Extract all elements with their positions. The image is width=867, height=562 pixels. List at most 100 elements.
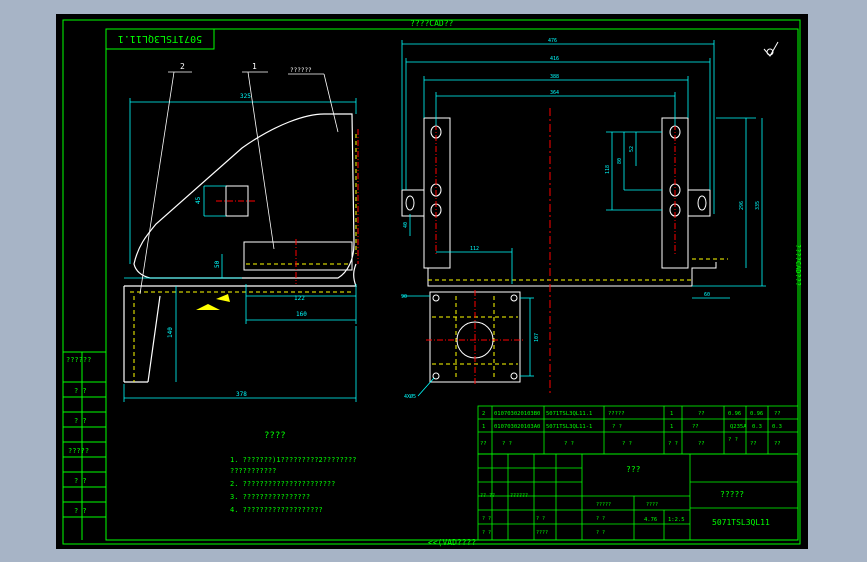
title-cell: ? ? <box>596 516 605 522</box>
note-item: 2. ?????????????????????? <box>230 480 335 488</box>
dim-left: 140 <box>167 327 174 338</box>
sign-row: ???? <box>536 530 548 536</box>
bom-cell: 010703020103A0 <box>494 424 540 430</box>
dim-foot-left: 90 <box>401 294 407 300</box>
bom-header: ?? <box>774 441 781 447</box>
bom-cell: 0.96 <box>728 411 741 417</box>
stamp-text: 5071TSL3QL11.1 <box>118 33 202 44</box>
side-plate-outline <box>133 113 355 279</box>
title-block-text: ??? ????? 5071TSL3QL11 1:2.5 4.76 ?? ?? … <box>480 465 770 536</box>
bom-cell: ????? <box>608 411 625 417</box>
bom-header: ? ? <box>622 441 632 447</box>
left-upright <box>423 117 451 269</box>
dim-right-h3: 52 <box>629 146 635 152</box>
bom-table <box>477 405 799 455</box>
dim-right-foot: 60 <box>704 292 710 298</box>
mount-hole <box>510 294 518 302</box>
left-strip-label: ?????? <box>66 356 91 364</box>
bom-header: ? ? <box>728 437 738 443</box>
left-strip-label: ? ? <box>74 507 87 515</box>
left-strip-label: ? ? <box>74 477 87 485</box>
technical-notes: ???? 1. ???????)1?????????2???????? ????… <box>230 431 356 514</box>
notes-title: ???? <box>264 431 286 441</box>
check-mark-icon <box>763 41 779 57</box>
dim-gap: 50 <box>214 260 221 268</box>
stamp-box <box>105 28 215 50</box>
dim-right-v2: 335 <box>755 201 761 210</box>
title-block <box>477 453 799 541</box>
bom-header: ? ? <box>668 441 678 447</box>
left-strip-label: ????? <box>68 447 89 455</box>
weight-value: 4.76 <box>644 517 657 523</box>
dim-top: 325 <box>240 93 251 100</box>
inner-bracket <box>243 241 353 271</box>
sign-row: ? ? <box>482 516 491 522</box>
sign-row: ?? ?? <box>480 493 495 499</box>
surface-finish-icon <box>766 48 774 56</box>
border-bottom-label: <<(VAD???? <box>428 538 476 547</box>
cad-drawing: ????CAD?? <<(VAD???? ????CAD??? 5071TSL3… <box>62 19 802 547</box>
drawing-number: 5071TSL3QL11 <box>712 518 770 527</box>
side-view-note: ?????? <box>290 67 312 74</box>
bom-cell: ?? <box>692 424 699 430</box>
bom-cell: Q235A <box>730 424 747 430</box>
dim-slot: 45 <box>195 196 202 204</box>
bom-header: ? ? <box>502 441 512 447</box>
weld-symbol-icon <box>216 294 230 302</box>
dim-right-h1: 118 <box>605 165 611 174</box>
bom-header: ?? <box>750 441 757 447</box>
right-tab <box>687 189 711 217</box>
dim-right-h2: 80 <box>617 158 623 164</box>
tab-slot <box>405 195 415 211</box>
dim-w4: 364 <box>550 90 559 96</box>
scale-value: 1:2.5 <box>668 517 685 523</box>
bom-cell: ? ? <box>612 424 622 430</box>
border-right-label: ????CAD??? <box>794 244 802 286</box>
dim-w1: 476 <box>548 38 557 44</box>
mount-hole <box>510 372 518 380</box>
dim-right-v1: 296 <box>739 201 745 210</box>
dim-left-v: 40 <box>403 222 409 228</box>
bom-cell: 1 <box>670 424 673 430</box>
dim-holes: 4XØ5 <box>404 393 416 400</box>
note-item: 4. ??????????????????? <box>230 506 323 514</box>
dim-center-v: 107 <box>534 333 540 342</box>
left-strip-label: ? ? <box>74 417 87 425</box>
bom-cell: 5071TSL3QL11.1 <box>546 411 592 417</box>
bom-cell: 2 <box>482 411 485 417</box>
sign-row: ?????? <box>510 493 528 499</box>
bom-cell: 0.3 <box>772 424 782 430</box>
base-plate <box>124 263 357 287</box>
weld-symbol-icon <box>196 304 220 310</box>
slot-hole <box>225 185 249 217</box>
note-item: ??????????? <box>230 467 276 475</box>
drawing-sheet: ????CAD?? <<(VAD???? ????CAD??? 5071TSL3… <box>56 14 808 549</box>
side-view: 325 45 50 122 160 140 378 2 1 ?????? <box>123 62 359 402</box>
bom-cell: 0.96 <box>750 411 763 417</box>
bom-cell: 5071TSL3QL11-1 <box>546 424 592 430</box>
dim-w2: 416 <box>550 56 559 62</box>
mount-hole <box>432 294 440 302</box>
leader-line <box>139 71 175 295</box>
leader-line <box>247 71 275 250</box>
bom-cell: ?? <box>698 411 705 417</box>
note-item: 3. ???????????????? <box>230 493 310 501</box>
balloon-1: 1 <box>252 62 257 71</box>
title-cell: ????? <box>596 502 611 508</box>
outer-frame <box>62 19 801 545</box>
bom-cell: 010703020103B0 <box>494 411 540 417</box>
left-tab <box>401 189 425 217</box>
border-top-label: ????CAD?? <box>410 19 454 28</box>
left-strip: ?????? ? ? ? ? ????? ? ? ? ? <box>63 351 106 540</box>
dim-mid: 112 <box>470 246 479 252</box>
note-item: 1. ???????)1?????????2???????? <box>230 456 356 464</box>
front-view: 476 416 388 364 40 112 118 80 52 296 335… <box>401 38 766 400</box>
title-cell: ???? <box>646 502 658 508</box>
title-doc-label: ????? <box>720 490 744 499</box>
flange-slant <box>147 295 161 383</box>
bom-cell: 0.3 <box>752 424 762 430</box>
bom-cell: 1 <box>670 411 673 417</box>
dim-bottom-b: 160 <box>296 311 307 318</box>
sign-row: ? ? <box>482 530 491 536</box>
leader-line <box>323 73 339 133</box>
